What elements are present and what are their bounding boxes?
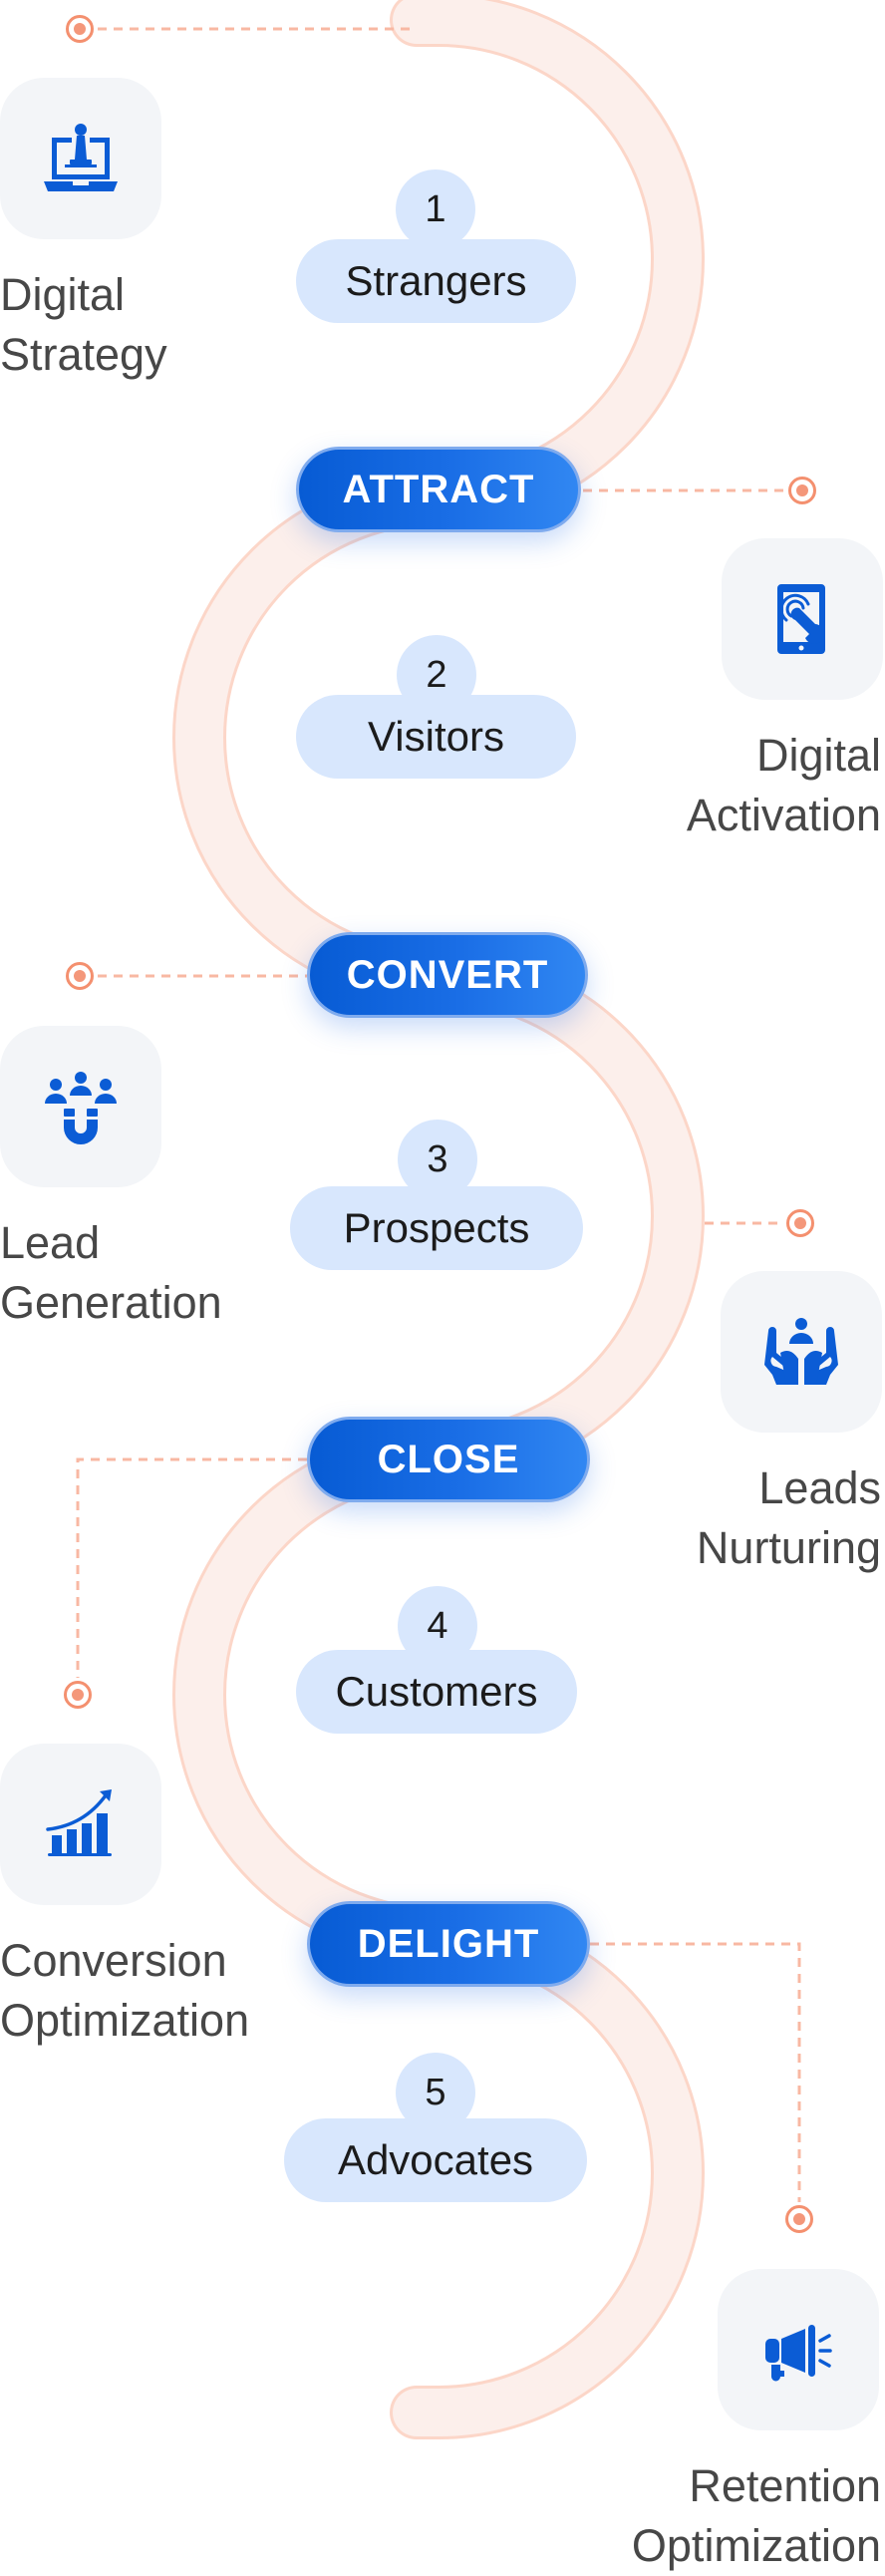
service-label-digital-strategy: Digital Strategy [0, 265, 167, 385]
service-label-conversion-optimization: Conversion Optimization [0, 1931, 249, 2051]
service-card-digital-strategy[interactable] [0, 78, 161, 239]
laptop-chess-pawn-icon [44, 124, 118, 191]
service-label-line1: Lead [0, 1217, 101, 1268]
connector-dot-leads-nurturing[interactable] [786, 1209, 814, 1237]
service-card-retention-optimization[interactable] [718, 2269, 879, 2430]
connector-dot-digital-activation[interactable] [788, 477, 816, 504]
stage-button-close[interactable]: CLOSE [307, 1417, 590, 1502]
growth-chart-icon [46, 1789, 112, 1856]
hands-person-icon [764, 1318, 838, 1385]
service-label-line1: Retention [689, 2460, 881, 2511]
step-number-badge: 1 [396, 169, 475, 249]
audience-pill-customers: Customers [296, 1650, 577, 1734]
stage-button-delight[interactable]: DELIGHT [307, 1901, 590, 1987]
connector-dot-digital-strategy[interactable] [66, 15, 94, 43]
connector-dot-retention-optimization[interactable] [785, 2205, 813, 2233]
audience-pill-strangers: Strangers [296, 239, 576, 323]
service-label-line1: Digital [0, 269, 126, 320]
service-label-line2: Optimization [631, 2520, 881, 2571]
service-label-line2: Optimization [0, 1995, 250, 2046]
service-card-conversion-optimization[interactable] [0, 1744, 161, 1905]
service-label-line2: Nurturing [696, 1522, 881, 1573]
service-card-leads-nurturing[interactable] [721, 1271, 882, 1433]
service-label-line2: Generation [0, 1277, 222, 1328]
service-label-line1: Leads [758, 1462, 881, 1513]
service-label-lead-generation: Lead Generation [0, 1213, 222, 1333]
audience-pill-visitors: Visitors [296, 695, 576, 779]
audience-pill-advocates: Advocates [284, 2118, 587, 2202]
service-card-digital-activation[interactable] [722, 538, 883, 700]
stage-button-convert[interactable]: CONVERT [307, 932, 588, 1018]
service-label-line2: Activation [686, 790, 881, 840]
service-label-digital-activation: Digital Activation [687, 726, 881, 845]
stage-button-attract[interactable]: ATTRACT [296, 447, 581, 532]
service-label-line1: Digital [755, 730, 881, 781]
connector-retention-optimization [590, 1942, 801, 2202]
service-card-lead-generation[interactable] [0, 1026, 161, 1187]
megaphone-icon [765, 2325, 832, 2382]
connector-conversion-optimization [76, 1457, 307, 1678]
tablet-touch-icon [777, 584, 825, 654]
service-label-leads-nurturing: Leads Nurturing [697, 1458, 881, 1578]
service-label-retention-optimization: Retention Optimization [632, 2456, 881, 2576]
step-number-badge: 3 [398, 1120, 477, 1199]
audience-pill-prospects: Prospects [290, 1186, 583, 1270]
connector-dot-lead-generation[interactable] [66, 962, 94, 990]
connector-dot-conversion-optimization[interactable] [64, 1681, 92, 1709]
magnet-people-icon [45, 1072, 117, 1144]
service-label-line2: Strategy [0, 329, 167, 380]
service-label-line1: Conversion [0, 1935, 227, 1986]
